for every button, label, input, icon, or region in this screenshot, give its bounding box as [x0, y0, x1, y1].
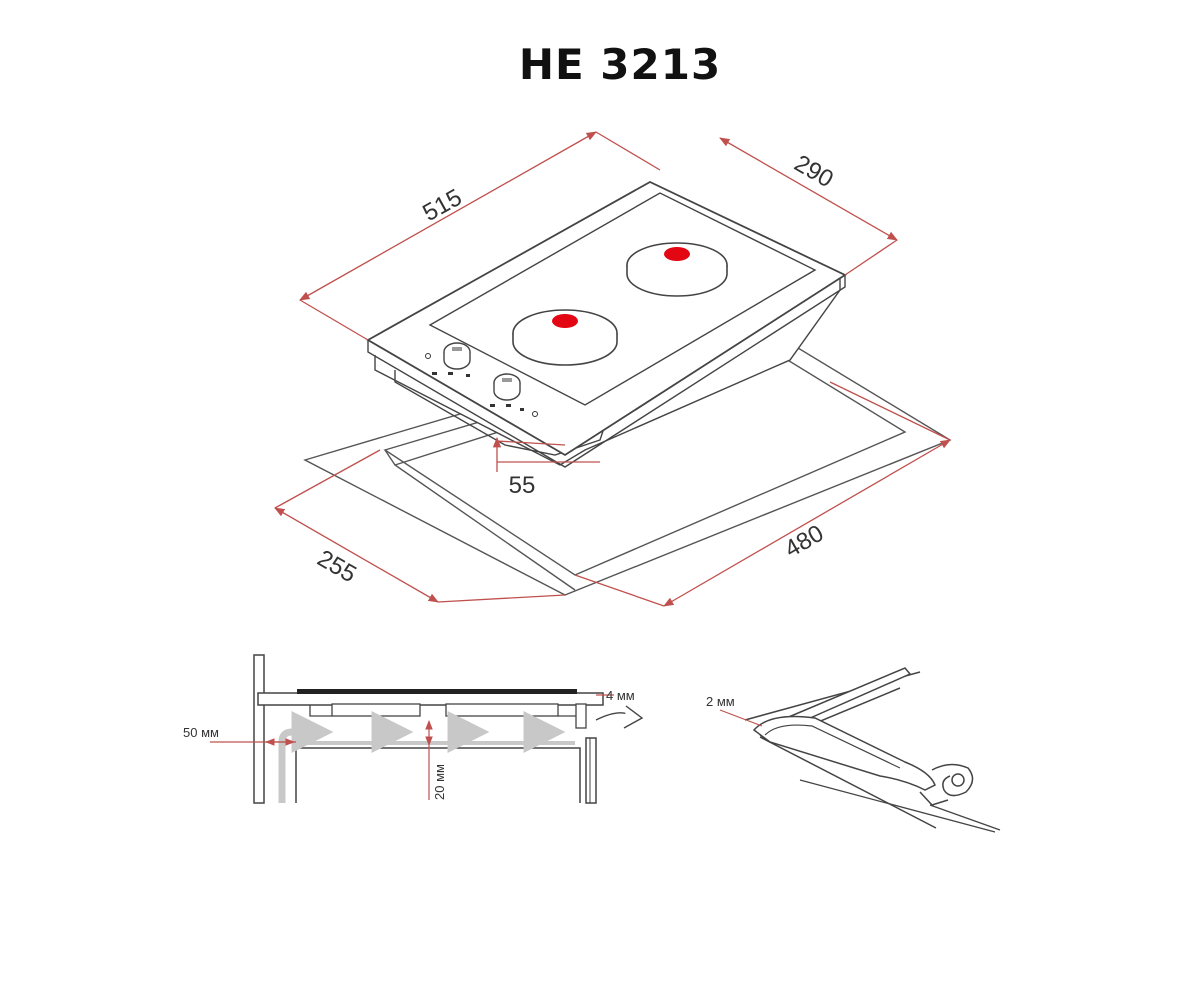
cutout-length-label: 480 [780, 520, 828, 563]
depth-label: 20 мм [432, 764, 447, 800]
length-label: 515 [418, 184, 466, 227]
dimension-255 [274, 449, 566, 603]
control-knob-1 [443, 342, 471, 370]
dimension-290 [719, 137, 898, 276]
width-label: 290 [790, 150, 838, 193]
control-indicator-marks [425, 353, 538, 417]
dimension-480 [574, 381, 951, 607]
height-label: 55 [509, 472, 536, 499]
burner-rear [626, 242, 728, 297]
dimension-515 [299, 131, 661, 341]
side-section-view [210, 654, 644, 804]
seal-detail-view [719, 667, 1001, 833]
gap-label: 4 мм [606, 688, 635, 703]
model-title: HE 3213 [518, 40, 722, 89]
clearance-label: 50 мм [183, 725, 219, 740]
control-knob-2 [493, 373, 521, 401]
cutout-width-label: 255 [313, 545, 361, 588]
seal-label: 2 мм [706, 694, 735, 709]
dimension-55 [492, 436, 600, 472]
burner-front [512, 309, 618, 366]
